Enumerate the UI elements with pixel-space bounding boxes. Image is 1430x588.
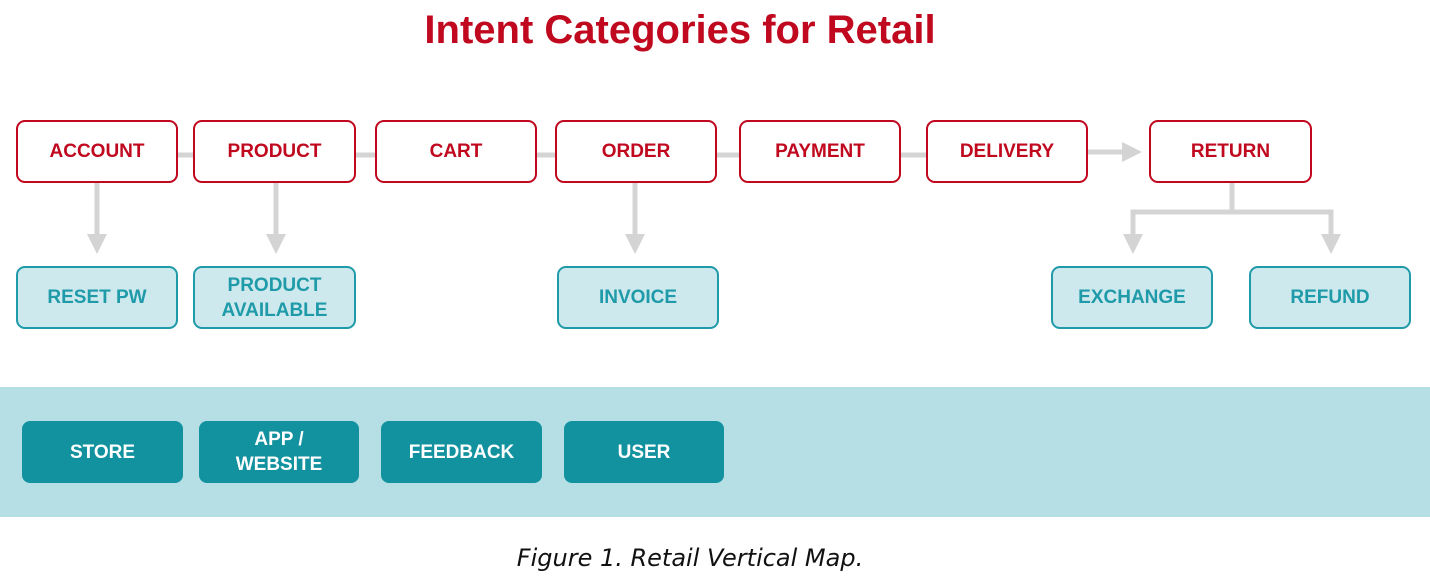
figure-caption: Figure 1. Retail Vertical Map. — [516, 544, 864, 572]
node-product: PRODUCT — [193, 120, 356, 183]
connectors — [87, 142, 1341, 254]
node-product-available: PRODUCT AVAILABLE — [193, 266, 356, 329]
node-cart: CART — [375, 120, 537, 183]
channel-feedback: FEEDBACK — [381, 421, 542, 483]
node-return: RETURN — [1149, 120, 1312, 183]
node-delivery: DELIVERY — [926, 120, 1088, 183]
node-payment: PAYMENT — [739, 120, 901, 183]
channel-user: USER — [564, 421, 724, 483]
node-refund: REFUND — [1249, 266, 1411, 329]
branch-return-refund — [1232, 209, 1341, 254]
branch-return — [1123, 183, 1235, 254]
diagram-title: Intent Categories for Retail — [424, 8, 936, 52]
node-exchange: EXCHANGE — [1051, 266, 1213, 329]
node-invoice: INVOICE — [557, 266, 719, 329]
channel-app-website: APP / WEBSITE — [199, 421, 359, 483]
node-account: ACCOUNT — [16, 120, 178, 183]
node-reset-pw: RESET PW — [16, 266, 178, 329]
node-order: ORDER — [555, 120, 717, 183]
channel-store: STORE — [22, 421, 183, 483]
